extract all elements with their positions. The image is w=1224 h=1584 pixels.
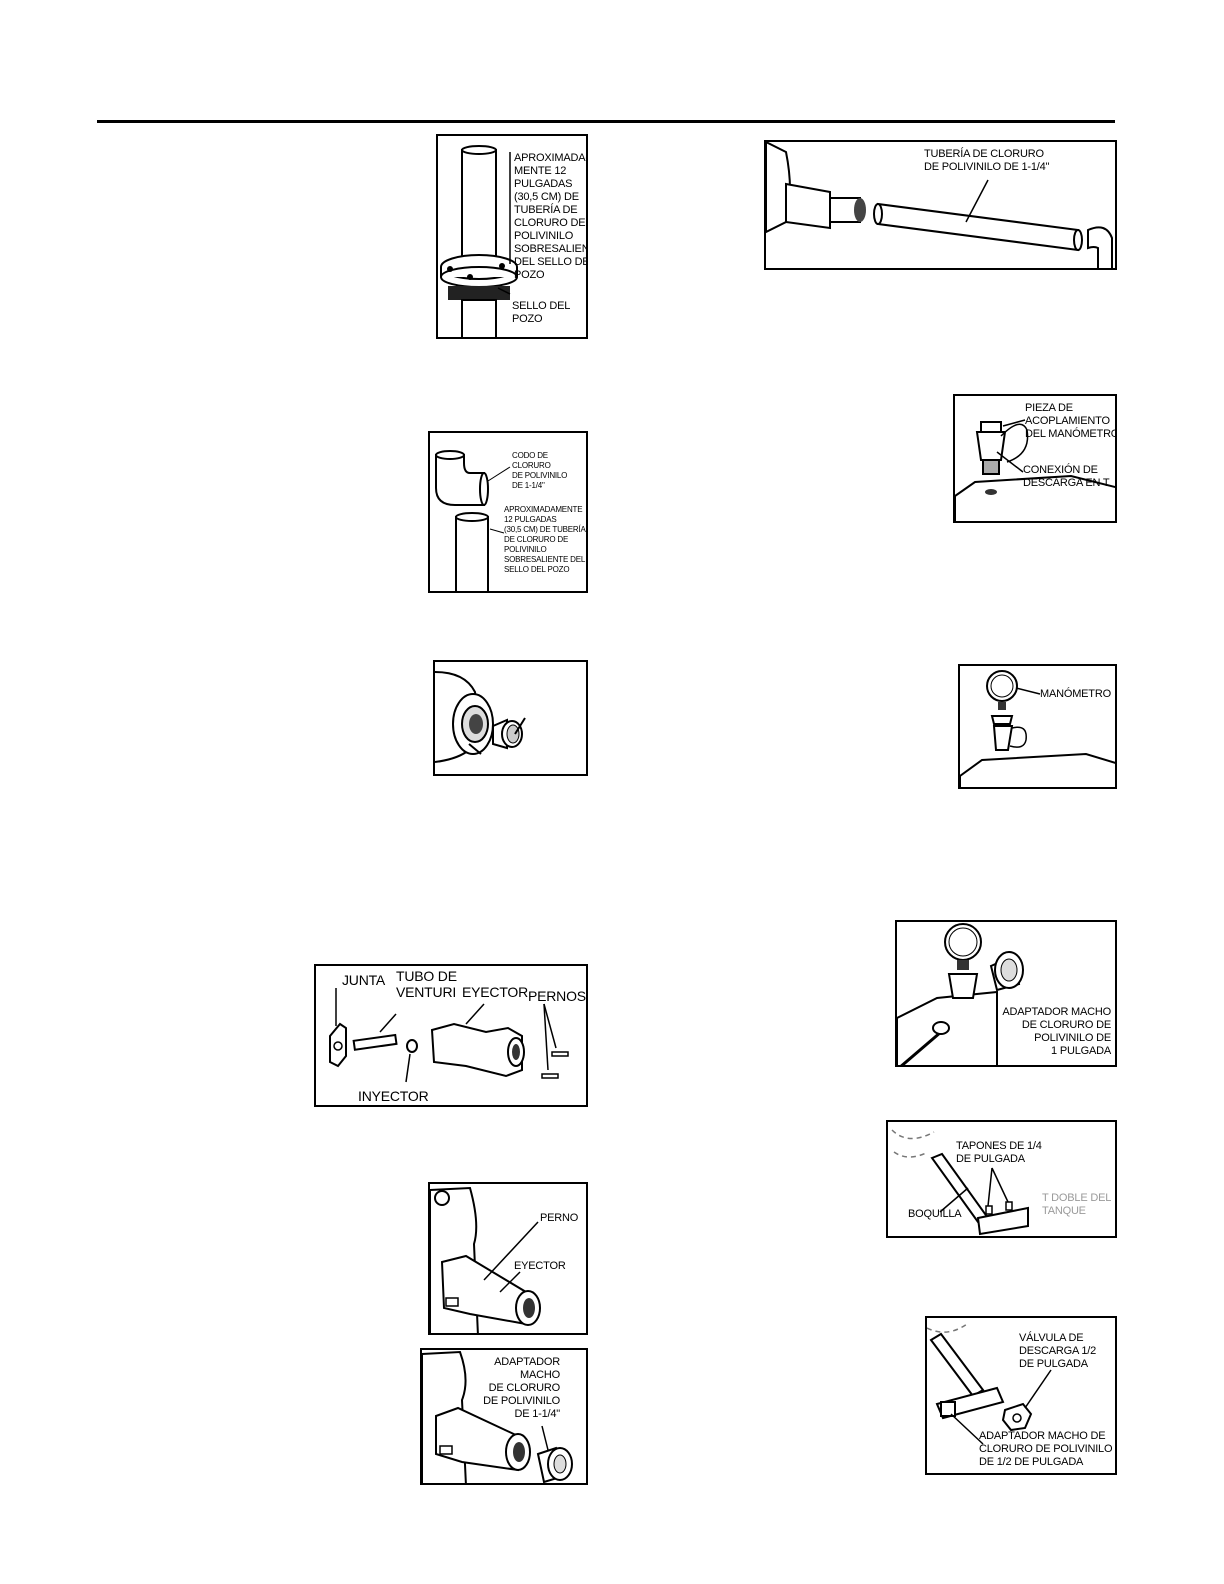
- figure-ejector-parts: JUNTA TUBO DE VENTURI EYECTOR PERNOS INY…: [314, 964, 588, 1107]
- figure-relief-valve: VÁLVULA DE DESCARGA 1/2 DE PULGADA ADAPT…: [925, 1316, 1117, 1475]
- figure-elbow: CODO DE CLORURO DE POLIVINILO DE 1-1/4" …: [428, 431, 588, 593]
- label-male-adapter-125: ADAPTADOR MACHO DE CLORURO DE POLIVINILO…: [483, 1356, 560, 1420]
- label-pressure-gauge: MANÓMETRO: [1040, 688, 1111, 700]
- label-gauge-coupling: PIEZA DE ACOPLAMIENTO DEL MANÓMETRO: [1025, 402, 1117, 440]
- label-pipe-protrusion-small: APROXIMADAMENTE 12 PULGADAS (30,5 CM) DE…: [504, 505, 586, 574]
- label-discharge-tee: CONEXIÓN DE DESCARGA EN T: [1023, 464, 1110, 489]
- label-male-adapter-1in: ADAPTADOR MACHO DE CLORURO DE POLIVINILO…: [1002, 1006, 1111, 1057]
- label-pipe-protrusion: APROXIMADA- MENTE 12 PULGADAS (30,5 CM) …: [514, 152, 588, 281]
- figure-ejector-mount: PERNO EYECTOR: [428, 1182, 588, 1335]
- figure-tank-tee: TAPONES DE 1/4 DE PULGADA BOQUILLA T DOB…: [886, 1120, 1117, 1238]
- label-gasket: JUNTA: [342, 972, 386, 988]
- ejector-parts-illustration: [329, 988, 569, 1083]
- figure-pressure-gauge: MANÓMETRO: [958, 664, 1117, 789]
- label-ejector-mounted: EYECTOR: [514, 1260, 566, 1272]
- pvc-pipe-illustration: [766, 142, 1113, 268]
- label-relief-valve: VÁLVULA DE DESCARGA 1/2 DE PULGADA: [1019, 1332, 1097, 1370]
- label-pvc-elbow: CODO DE CLORURO DE POLIVINILO DE 1-1/4": [512, 451, 568, 490]
- label-pvc-pipe: TUBERÍA DE CLORURO DE POLIVINILO DE 1-1/…: [924, 148, 1050, 173]
- label-injector: INYECTOR: [358, 1088, 429, 1104]
- label-ejector: EYECTOR: [462, 984, 529, 1000]
- label-male-adapter-half: ADAPTADOR MACHO DE CLORURO DE POLIVINILO…: [979, 1430, 1113, 1468]
- gauge-fitting-illustration: [955, 419, 1115, 521]
- adapter-1in-illustration: [897, 923, 1024, 1065]
- elbow-illustration: [435, 450, 511, 591]
- figure-adapter-1in: ADAPTADOR MACHO DE CLORURO DE POLIVINILO…: [895, 920, 1117, 1067]
- tank-tee-illustration: [891, 1129, 1029, 1236]
- well-seal-illustration: [440, 145, 518, 337]
- figure-adapter-125: ADAPTADOR MACHO DE CLORURO DE POLIVINILO…: [420, 1348, 588, 1485]
- figure-pump-port: [433, 660, 588, 776]
- adapter-125-illustration: [422, 1350, 573, 1483]
- pump-port-illustration: [435, 662, 586, 763]
- label-nipple: BOQUILLA: [908, 1208, 962, 1220]
- label-bolts: PERNOS: [528, 988, 586, 1004]
- figure-gauge-fitting: PIEZA DE ACOPLAMIENTO DEL MANÓMETRO CONE…: [953, 394, 1117, 523]
- label-tank-tee: T DOBLE DEL TANQUE: [1042, 1192, 1112, 1217]
- figure-pvc-pipe: TUBERÍA DE CLORURO DE POLIVINILO DE 1-1/…: [764, 140, 1117, 270]
- label-well-seal: SELLO DEL POZO: [512, 300, 571, 325]
- label-bolt: PERNO: [540, 1212, 579, 1224]
- ejector-mount-illustration: [430, 1186, 541, 1333]
- header-rule: [97, 120, 1115, 123]
- label-quarter-inch-plugs: TAPONES DE 1/4 DE PULGADA: [956, 1140, 1042, 1165]
- figure-well-seal: APROXIMADA- MENTE 12 PULGADAS (30,5 CM) …: [436, 134, 588, 339]
- relief-valve-illustration: [927, 1323, 1052, 1445]
- label-venturi-tube: TUBO DE VENTURI: [396, 968, 457, 1000]
- pressure-gauge-illustration: [960, 670, 1115, 787]
